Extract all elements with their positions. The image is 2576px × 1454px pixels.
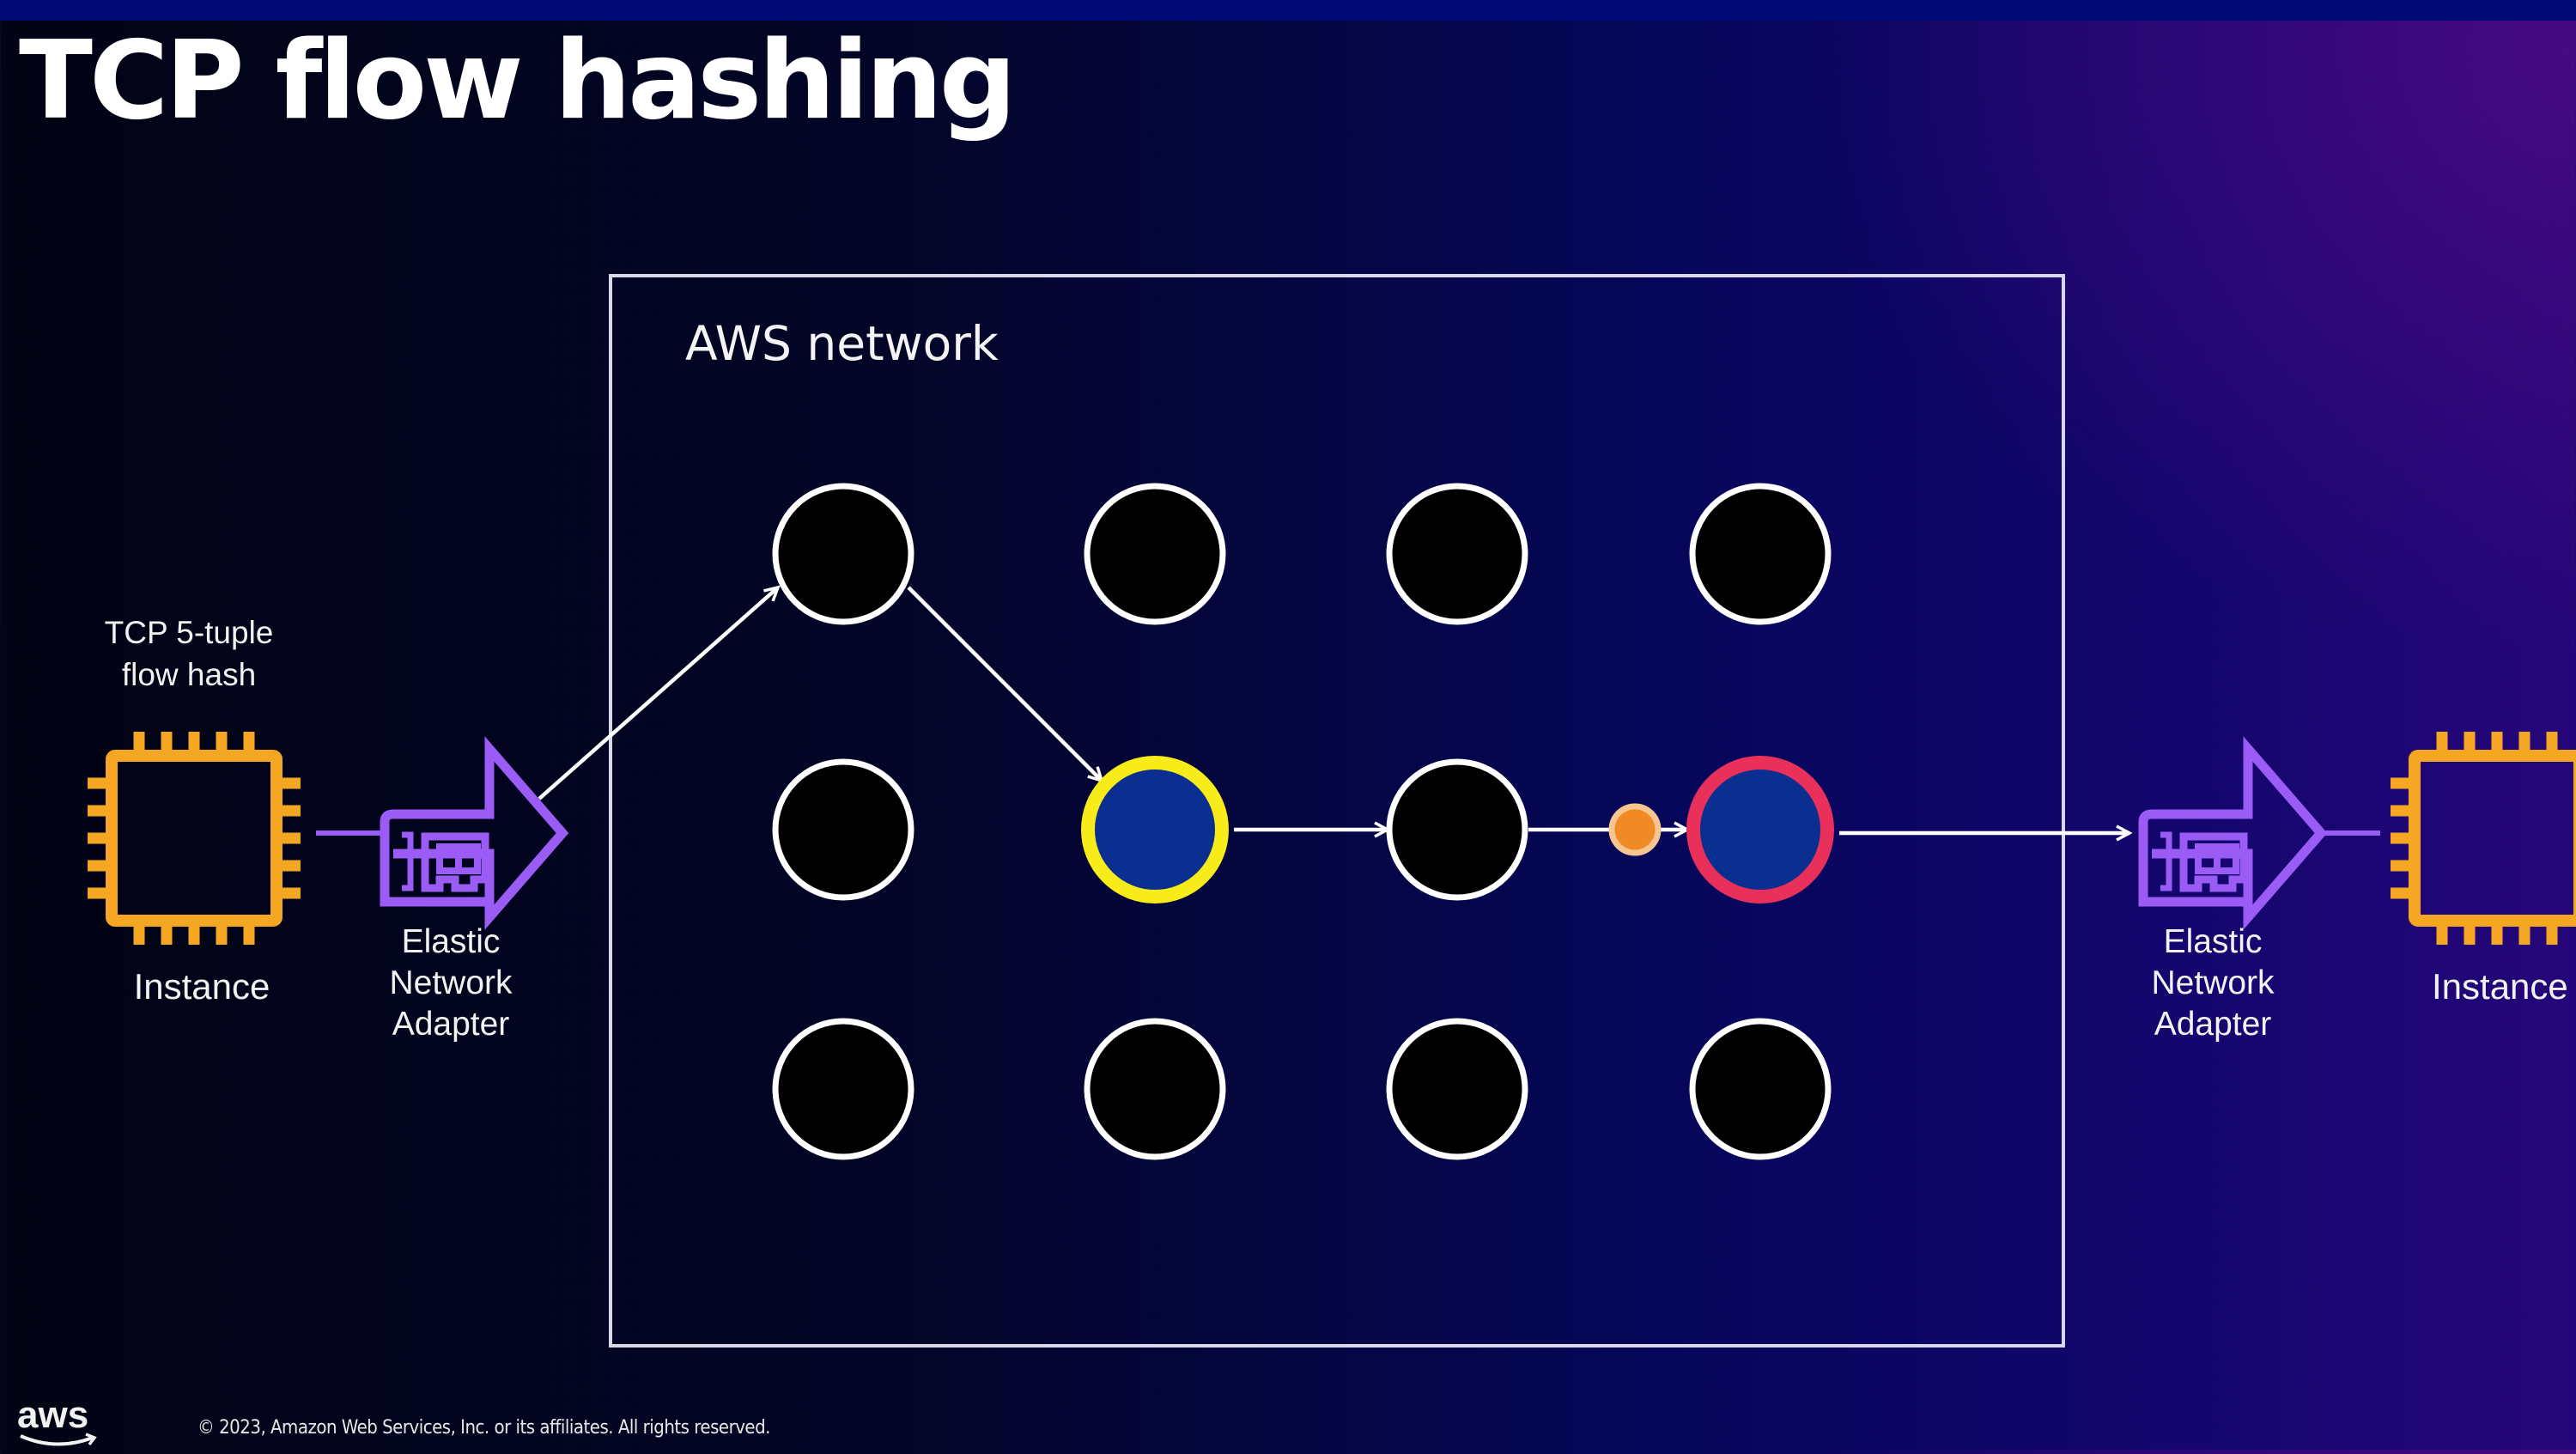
ena-label-right-line2: Network (2151, 964, 2275, 1001)
flow-hash-label-line2: flow hash (121, 657, 257, 692)
network-node-highlighted-red (1686, 756, 1834, 903)
ena-label-right-line3: Adapter (2154, 1006, 2272, 1043)
flow-hash-label: TCP 5-tuple flow hash (60, 611, 318, 696)
copyright-footer: © 2023, Amazon Web Services, Inc. or its… (197, 1417, 770, 1439)
instance-icon-right (2391, 732, 2576, 945)
network-node-highlighted-yellow (1081, 756, 1229, 903)
network-node (1386, 1018, 1528, 1160)
ena-label-left-line2: Network (389, 964, 513, 1001)
network-node (1689, 1018, 1832, 1160)
network-nodes (772, 483, 1834, 1160)
network-node (1689, 483, 1832, 625)
flow-hash-label-line1: TCP 5-tuple (104, 615, 274, 650)
ena-icon-left (380, 736, 569, 930)
network-node (1386, 758, 1528, 901)
instance-label-left: Instance (133, 966, 270, 1007)
network-node (1084, 1018, 1226, 1160)
flow-arrow-node-to-yellow (907, 586, 1102, 781)
aws-logo-text: aws (17, 1394, 89, 1436)
instance-icon-left (88, 732, 301, 945)
network-node (772, 1018, 914, 1160)
aws-smile-icon (20, 1433, 97, 1446)
ena-label-left-line3: Adapter (392, 1006, 510, 1043)
slide-title: TCP flow hashing (19, 17, 1017, 143)
network-node (1084, 483, 1226, 625)
aws-logo: aws (17, 1394, 103, 1450)
ena-label-right: Elastic Network Adapter (2105, 922, 2320, 1045)
aws-network-label: AWS network (685, 316, 999, 371)
ena-label-left-line1: Elastic (401, 923, 501, 960)
aws-network-boundary (609, 274, 2065, 1348)
ena-icon-right (2138, 736, 2328, 930)
ena-label-left: Elastic Network Adapter (343, 922, 558, 1045)
top-bar (0, 0, 2576, 21)
packet-dot (1608, 803, 1662, 856)
ena-label-right-line1: Elastic (2163, 923, 2263, 960)
network-node (772, 483, 914, 625)
flow-arrow-ena-to-node (538, 587, 778, 800)
network-node (772, 758, 914, 901)
instance-label-right: Instance (2432, 966, 2568, 1007)
network-node (1386, 483, 1528, 625)
